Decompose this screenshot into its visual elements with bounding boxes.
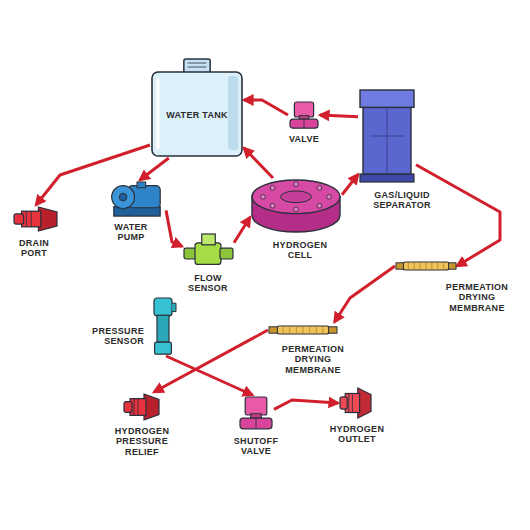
gas-liquid-separator: GAS/LIQUID SEPARATOR [358, 88, 416, 184]
pressure-sensor: PRESSURE SENSOR [148, 296, 178, 356]
flow-arrow [154, 330, 268, 392]
shutoff-illustration [238, 395, 274, 431]
part-label: SHUTOFF VALVE [222, 436, 290, 457]
flow-arrow [320, 115, 358, 117]
tank-illustration [150, 58, 244, 158]
membrane-illustration [268, 322, 338, 338]
part-label: PERMEATION DRYING MEMBRANE [270, 344, 356, 375]
part-label: GAS/LIQUID SEPARATOR [360, 190, 444, 211]
permeation-drying-membrane: PERMEATION DRYING MEMBRANE [395, 258, 457, 274]
part-label: PRESSURE SENSOR [80, 326, 144, 347]
part-name: DRAIN PORT [6, 238, 62, 259]
part-name: FLOW SENSOR [176, 273, 240, 294]
drain-illustration [12, 205, 60, 233]
part-name: HYDROGEN CELL [262, 240, 338, 261]
part-name: PRESSURE SENSOR [80, 326, 144, 347]
hydrogen-outlet: HYDROGEN OUTLET [338, 386, 374, 420]
flow-arrow [244, 100, 288, 115]
flow-arrow [342, 174, 358, 194]
pump-illustration [108, 180, 166, 218]
cell-illustration [250, 178, 342, 234]
part-name: PERMEATION DRYING MEMBRANE [434, 282, 520, 313]
flow-arrow [274, 400, 338, 409]
part-label: FLOW SENSOR [176, 273, 240, 294]
part-name: WATER PUMP [100, 222, 162, 243]
water-tank: WATER TANK [150, 58, 244, 158]
outlet-illustration [338, 386, 374, 420]
flow-arrow [166, 210, 182, 246]
flow-arrow [335, 266, 396, 322]
flow-arrow [416, 165, 500, 266]
flow-arrow [140, 158, 169, 180]
part-name: WATER TANK [150, 110, 244, 120]
flow-sensor: FLOW SENSOR [182, 232, 234, 268]
sensor-illustration [148, 296, 178, 356]
separator-illustration [358, 88, 416, 184]
part-name: HYDROGEN PRESSURE RELIEF [104, 426, 180, 457]
part-label: HYDROGEN CELL [262, 240, 338, 261]
relief-illustration [122, 392, 162, 422]
flow-arrow [244, 148, 273, 178]
part-label: DRAIN PORT [6, 238, 62, 259]
flow-arrow [234, 217, 250, 243]
flow-illustration [182, 232, 234, 268]
part-label: WATER PUMP [100, 222, 162, 243]
part-label: HYDROGEN PRESSURE RELIEF [104, 426, 180, 457]
flow-arrow [166, 356, 252, 395]
part-label: HYDROGEN OUTLET [322, 424, 392, 445]
membrane-illustration [395, 258, 457, 274]
water-pump: WATER PUMP [108, 180, 166, 218]
part-label: VALVE [279, 134, 329, 144]
valve-illustration [288, 100, 320, 130]
hydrogen-cell: HYDROGEN CELL [250, 178, 342, 234]
hydrogen-pressure-relief: HYDROGEN PRESSURE RELIEF [122, 392, 162, 422]
part-name: SHUTOFF VALVE [222, 436, 290, 457]
part-name: VALVE [279, 134, 329, 144]
part-label: WATER TANK [150, 110, 244, 120]
drain-port: DRAIN PORT [12, 205, 60, 233]
shutoff-valve: SHUTOFF VALVE [238, 395, 274, 431]
part-label: PERMEATION DRYING MEMBRANE [434, 282, 520, 313]
permeation-drying-membrane: PERMEATION DRYING MEMBRANE [268, 322, 338, 338]
valve: VALVE [288, 100, 320, 130]
part-name: GAS/LIQUID SEPARATOR [360, 190, 444, 211]
part-name: HYDROGEN OUTLET [322, 424, 392, 445]
part-name: PERMEATION DRYING MEMBRANE [270, 344, 356, 375]
